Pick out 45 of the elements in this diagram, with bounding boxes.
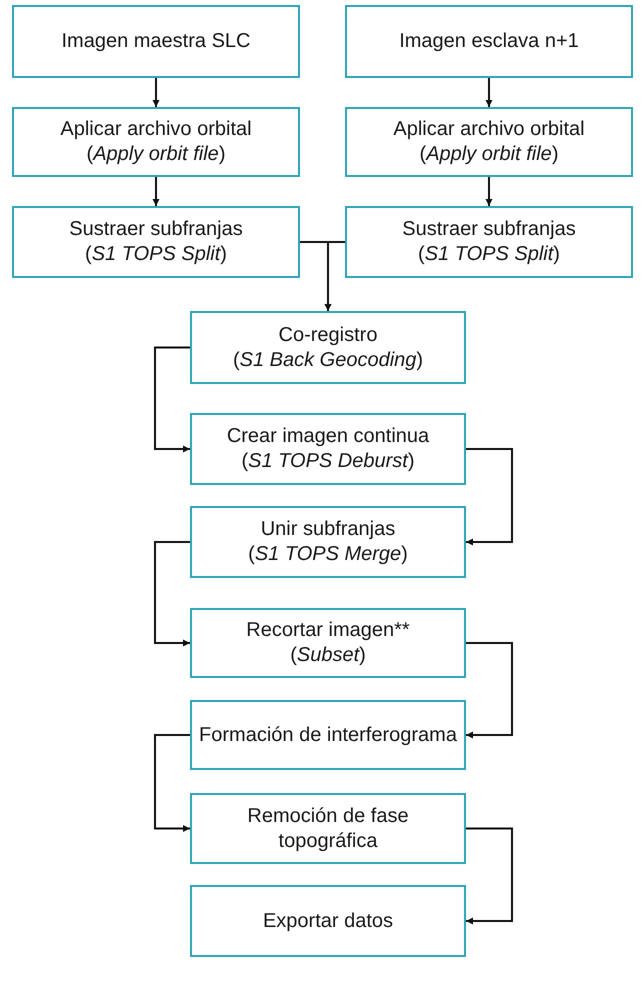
box-label: Unir subfranjas bbox=[260, 517, 396, 542]
box-label: Crear imagen continua bbox=[226, 424, 430, 449]
process-box bbox=[190, 413, 466, 485]
box-label: Co-registro bbox=[278, 322, 378, 348]
process-box bbox=[12, 5, 300, 78]
process-box bbox=[190, 311, 466, 384]
box-label: (S1 Back Geocoding) bbox=[232, 348, 424, 372]
box-label: Formación de interferograma bbox=[199, 722, 457, 748]
box-label: Remoción de fase topográfica bbox=[246, 804, 410, 854]
box-label: Imagen maestra SLC bbox=[62, 29, 250, 54]
box-label: (S1 TOPS Split) bbox=[85, 242, 227, 267]
arrow bbox=[486, 177, 492, 206]
process-box bbox=[190, 506, 466, 578]
process-box bbox=[12, 206, 300, 278]
box-label: Recortar imagen** bbox=[246, 618, 410, 643]
arrow bbox=[152, 78, 160, 107]
arrow bbox=[466, 448, 513, 546]
arrow bbox=[466, 828, 513, 924]
arrow bbox=[154, 541, 190, 646]
process-box bbox=[345, 5, 633, 78]
arrow bbox=[324, 241, 345, 311]
box-label: Aplicar archivo orbital bbox=[60, 117, 252, 142]
box-label: (S1 TOPS Merge) bbox=[248, 542, 408, 567]
box-label: (S1 TOPS Split) bbox=[418, 242, 560, 267]
arrow bbox=[152, 177, 160, 206]
box-label: Aplicar archivo orbital bbox=[393, 117, 585, 142]
process-box bbox=[12, 107, 300, 177]
box-label: (Apply orbit file) bbox=[86, 142, 226, 167]
process-box bbox=[190, 793, 466, 864]
box-label: Sustraer subfranjas bbox=[69, 217, 243, 242]
box-label: (S1 TOPS Deburst) bbox=[241, 449, 415, 474]
box-label: Imagen esclava n+1 bbox=[399, 29, 579, 54]
box-label: Exportar datos bbox=[262, 908, 394, 934]
process-box bbox=[190, 700, 466, 770]
arrow bbox=[154, 346, 190, 452]
process-box bbox=[345, 107, 633, 177]
arrow bbox=[466, 642, 513, 738]
box-label: (Subset) bbox=[290, 643, 366, 668]
arrow bbox=[486, 78, 492, 107]
process-box bbox=[190, 608, 466, 678]
process-box bbox=[190, 885, 466, 957]
process-box bbox=[345, 206, 633, 278]
arrow bbox=[154, 734, 190, 832]
box-label: Sustraer subfranjas bbox=[402, 217, 576, 242]
box-label: (Apply orbit file) bbox=[420, 142, 558, 167]
